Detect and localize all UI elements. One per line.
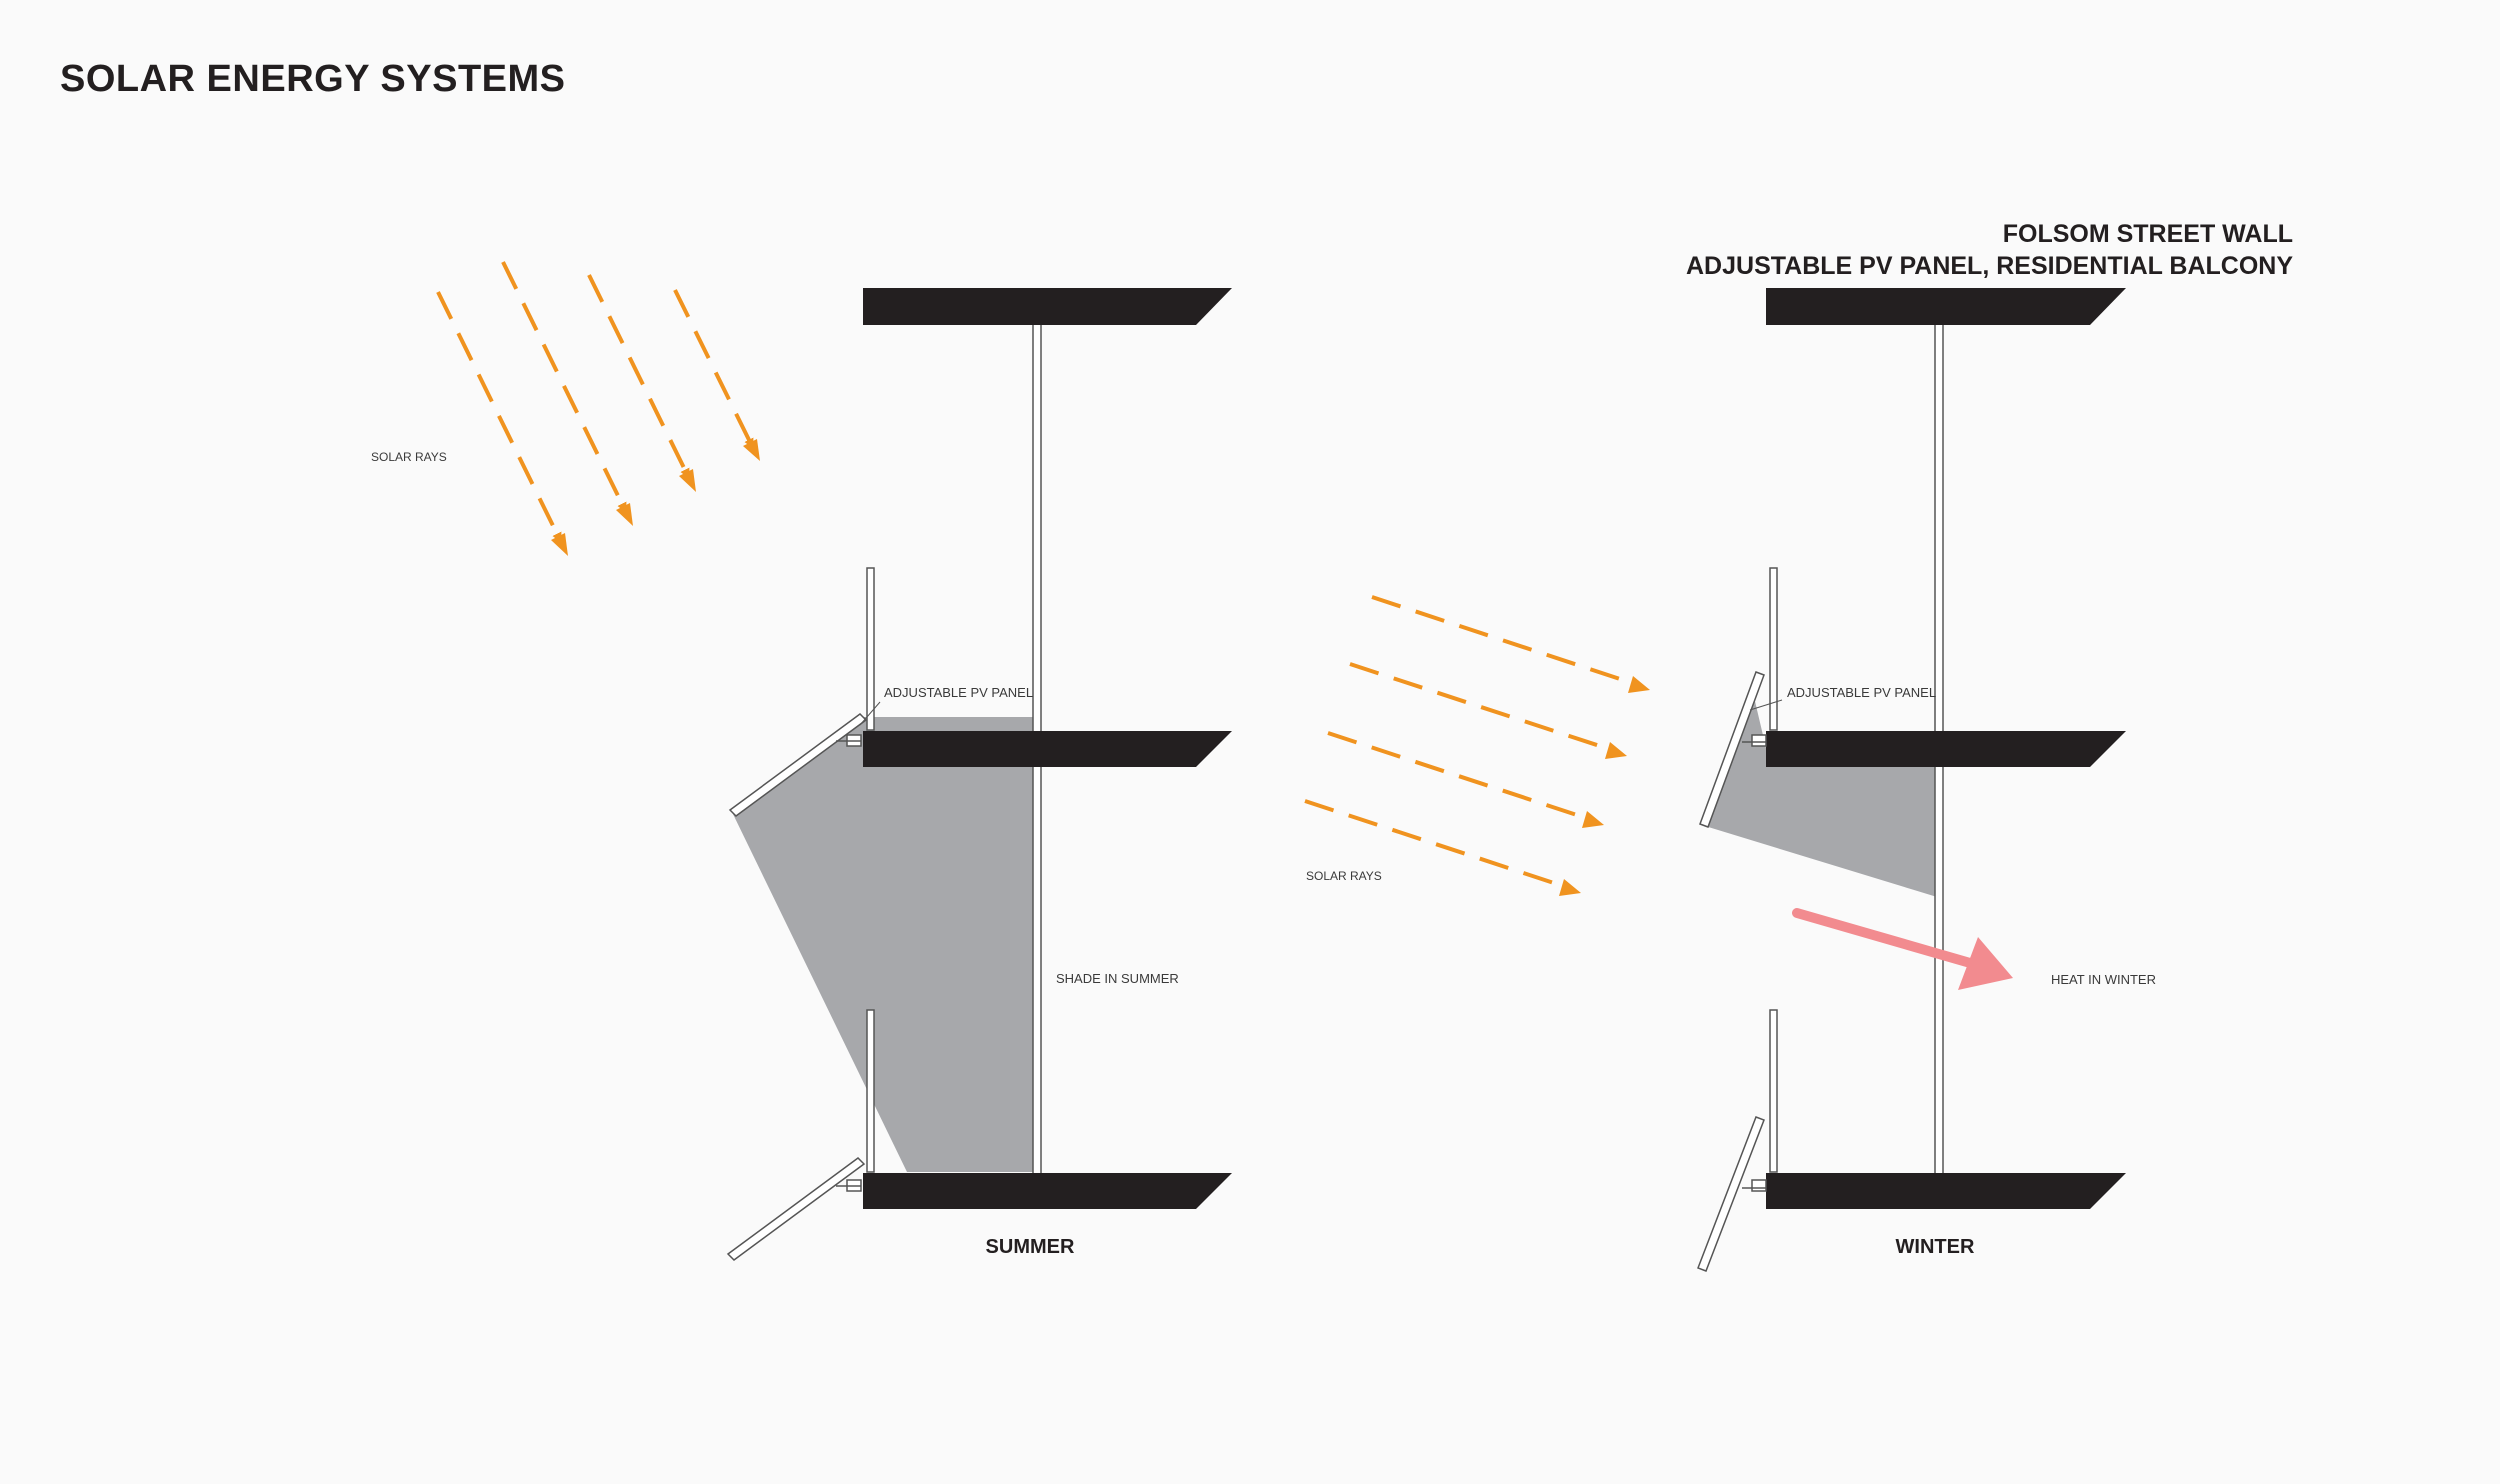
summer-ray-1 [436,291,562,543]
winter-ray-1-head [1628,676,1650,693]
winter-solar-rays-label: SOLAR RAYS [1306,869,1382,883]
summer-ray-4-head [743,439,760,461]
summer-railing-lower [866,1009,875,1173]
winter-railing-upper [1769,567,1778,731]
winter-panel-leader [1749,699,1783,711]
summer-ray-4 [673,289,754,449]
summer-panel-leader [859,701,881,726]
summer-shade-label: SHADE IN SUMMER [1056,971,1179,986]
summer-ray-3-head [679,469,696,492]
summer-ray-2-head [616,503,633,526]
header-line-1: FOLSOM STREET WALL [2003,220,2293,248]
winter-panel-label: ADJUSTABLE PV PANEL [1787,685,1936,700]
summer-pv-panel-upper [728,713,868,817]
winter-ray-1 [1371,595,1636,686]
winter-solar-rays [1304,595,1636,889]
winter-slab-bottom [1766,1173,2126,1209]
summer-pv-panel-lower [726,1157,866,1261]
winter-pv-panel-lower [1697,1116,1765,1272]
winter-pv-panel-upper [1699,671,1765,828]
summer-section: SOLAR RAYS ADJUSTABLE PV PANEL SHADE IN … [371,261,1232,1261]
header-line-2: ADJUSTABLE PV PANEL, RESIDENTIAL BALCONY [1686,252,2293,280]
winter-ray-3 [1327,731,1590,821]
summer-ray-1-head [551,533,568,556]
summer-caption: SUMMER [986,1236,1075,1258]
winter-ray-4-head [1559,879,1581,896]
summer-slab-top [863,288,1232,325]
winter-collection-area [1705,697,1937,897]
page-title: SOLAR ENERGY SYSTEMS [60,58,566,100]
winter-heat-arrow [1792,908,2013,990]
winter-panel-hinge-upper [1742,734,1767,747]
summer-solar-rays-label: SOLAR RAYS [371,450,447,464]
summer-panel-label: ADJUSTABLE PV PANEL [884,685,1033,700]
winter-slab-middle [1766,731,2126,767]
summer-railing-upper [866,567,875,731]
winter-caption: WINTER [1896,1236,1975,1258]
winter-slab-top [1766,288,2126,325]
summer-shade-area [732,717,1035,1172]
summer-panel-hinge-lower [836,1179,862,1192]
winter-panel-hinge-lower [1742,1179,1767,1192]
winter-ray-2-head [1605,742,1627,759]
summer-ray-3 [587,274,690,479]
summer-panel-hinge-upper [836,734,862,747]
summer-slab-middle [863,731,1232,767]
winter-railing-lower [1769,1009,1778,1173]
summer-solar-rays [436,261,754,543]
winter-ray-3-head [1582,811,1604,828]
summer-ray-2 [501,261,627,513]
winter-heat-label: HEAT IN WINTER [2051,972,2156,987]
winter-ray-2 [1349,662,1613,752]
summer-slab-bottom [863,1173,1232,1209]
winter-section: SOLAR RAYS ADJUSTABLE PV PANEL [1304,288,2156,1272]
